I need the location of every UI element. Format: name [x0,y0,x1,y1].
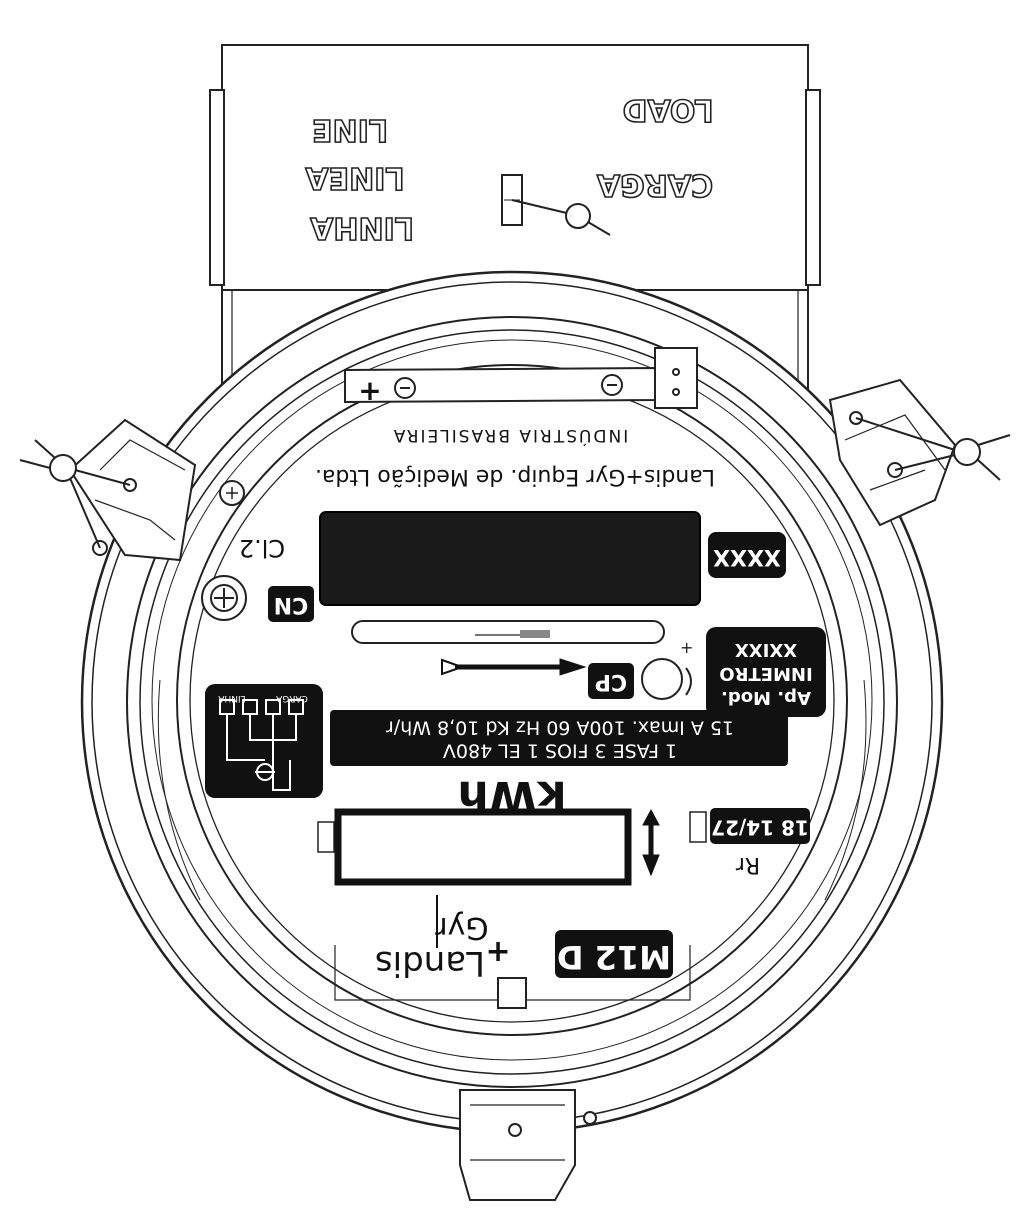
ratings-line1: 15 A Imax. 100A 60 Hz Kd 10,8 Wh/r [386,717,734,739]
serial-badge [708,532,786,578]
register-direction-arrow-icon [642,808,660,877]
load-label-en: LOAD [623,92,714,127]
nameplate-bracket [344,347,698,409]
cn-badge [268,586,314,622]
approval-badge [706,627,826,717]
model-badge [555,930,673,978]
left-seal-icon [19,439,131,549]
ratings-line2: 1 FASE 3 FIOS 1 EL 480V [443,740,677,762]
right-seal-icon [855,417,1011,481]
approval-line3: XXIXX [735,639,797,660]
display-window [319,511,701,606]
rotation-arrow-icon [441,658,587,676]
cp-badge-label: CP [595,669,627,694]
brand-logo: Landis Gyr + [375,895,511,983]
wiring-label-load: CARGA [275,693,308,703]
line-label-es: LINEA [305,160,405,195]
load-label-pt: CARGA [596,167,713,202]
rotor-window [351,620,665,644]
ratings-plate [330,710,788,766]
brand-plus: + [485,934,510,969]
wiring-label-line: LINHA [217,693,245,703]
led-arrow-icon [685,667,692,696]
register-ratio-badge [710,808,810,844]
approval-line1: Ap. Mod. [721,687,811,708]
register-ratio-label: Rr [735,852,760,877]
terminal-seal-icon [501,174,611,236]
register-window [317,808,707,886]
brand-top: Landis [375,943,485,983]
brand-bottom: Gyr [435,910,489,945]
cp-badge [588,663,634,699]
led-plus-mark: + [680,638,693,657]
model-badge-label: M12 D [557,938,671,976]
nameplate-bottom-tab [334,945,691,1009]
line-labels: LINE LINEA LINHA [304,111,415,246]
left-screw-icon [201,480,247,621]
line-label-en: LINE [312,112,388,147]
load-labels: LOAD CARGA [595,91,714,203]
bottom-hanger [459,1089,597,1201]
terminal-box [209,44,821,400]
accuracy-class: Cl.2 [239,534,285,562]
approval-line2: INMETRO [719,663,812,684]
polarity-plus: + [358,374,381,407]
manufacturer-text: Landis+Gyr Equip. de Medição Ltda. [315,464,715,489]
cn-badge-label: CN [274,592,309,617]
right-seal-clamp [828,378,957,527]
serial-badge-label: XXXX [713,544,781,569]
origin-text: INDÚSTRIA BRASILEIRA [392,425,629,447]
wiring-diagram-icon [219,699,304,791]
line-label-pt: LINHA [309,210,413,245]
register-ratio-value: 18 14/27 [711,816,809,840]
test-led-icon [641,658,683,700]
